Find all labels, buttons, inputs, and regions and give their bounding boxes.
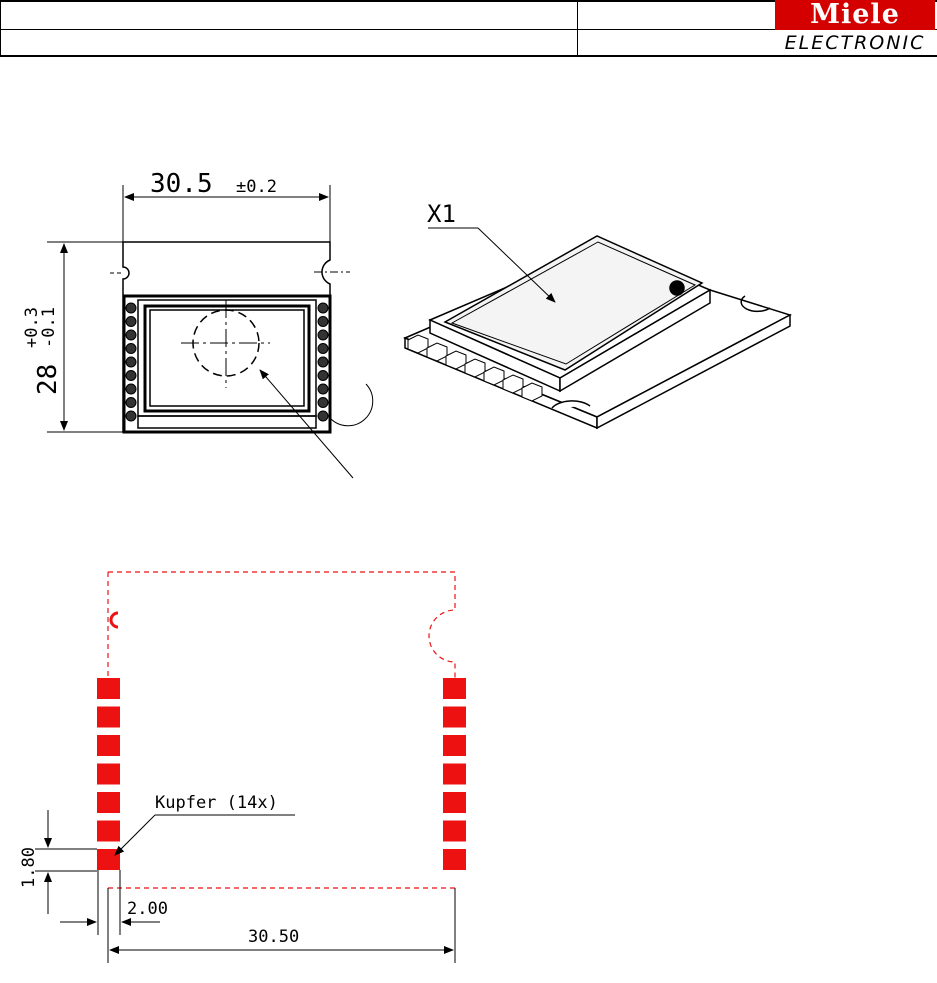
copper-pad-left: [97, 707, 120, 728]
footprint-pin1-marker: [111, 613, 118, 627]
castellation-pad: [126, 411, 136, 421]
castellation-pad: [126, 357, 136, 367]
castellation-pad: [318, 330, 328, 340]
castellation-pad: [318, 303, 328, 313]
copper-pads-right: [443, 678, 466, 870]
copper-pad-left: [97, 764, 120, 785]
shield-outer: [138, 300, 316, 416]
castellation-pad: [126, 398, 136, 408]
width-dim-label: 30.5: [150, 169, 213, 199]
copper-pad-left: [97, 849, 120, 870]
copper-pad-right: [443, 821, 466, 842]
castellation-pad: [318, 317, 328, 327]
height-tol-minus: -0.1: [39, 307, 59, 348]
width-tol-label: ±0.2: [236, 177, 277, 197]
shield-top: [150, 310, 304, 406]
copper-pad-left: [97, 792, 120, 813]
castellation-pad: [126, 330, 136, 340]
height-dim-label: 28: [33, 364, 63, 395]
copper-pad-left: [97, 735, 120, 756]
copper-pad-right: [443, 792, 466, 813]
castellation-pad: [126, 344, 136, 354]
castellation-pad: [318, 357, 328, 367]
copper-pad-right: [443, 849, 466, 870]
copper-pad-left: [97, 821, 120, 842]
overall-width-label: 30.50: [248, 927, 299, 947]
copper-pad-right: [443, 707, 466, 728]
pitch-dimension: [35, 810, 97, 914]
copper-pad-right: [443, 764, 466, 785]
copper-label: Kupfer (14x): [155, 793, 278, 813]
module-isometric-view: [405, 228, 790, 428]
copper-leader: [115, 815, 295, 855]
castellation-pad: [126, 384, 136, 394]
copper-pad-right: [443, 678, 466, 699]
copper-pad-right: [443, 735, 466, 756]
castellation-pads: [126, 303, 328, 421]
castellation-pad: [126, 317, 136, 327]
pitch-dim-label: 1.80: [19, 847, 39, 888]
castellation-pad: [126, 303, 136, 313]
castellation-pad: [318, 398, 328, 408]
iso-label-x1: X1: [427, 200, 456, 228]
shield-inner: [145, 306, 309, 411]
castellation-pad: [318, 411, 328, 421]
castellation-pad: [318, 371, 328, 381]
copper-pads-left: [97, 678, 120, 870]
module-top-view: [110, 242, 373, 478]
castellation-pad: [318, 384, 328, 394]
castellation-pad: [318, 344, 328, 354]
copper-pad-left: [97, 678, 120, 699]
iso-pin1-dot: [670, 281, 684, 295]
footprint-outline: [108, 572, 455, 888]
castellation-pad: [126, 371, 136, 381]
pad-width-label: 2.00: [127, 899, 168, 919]
